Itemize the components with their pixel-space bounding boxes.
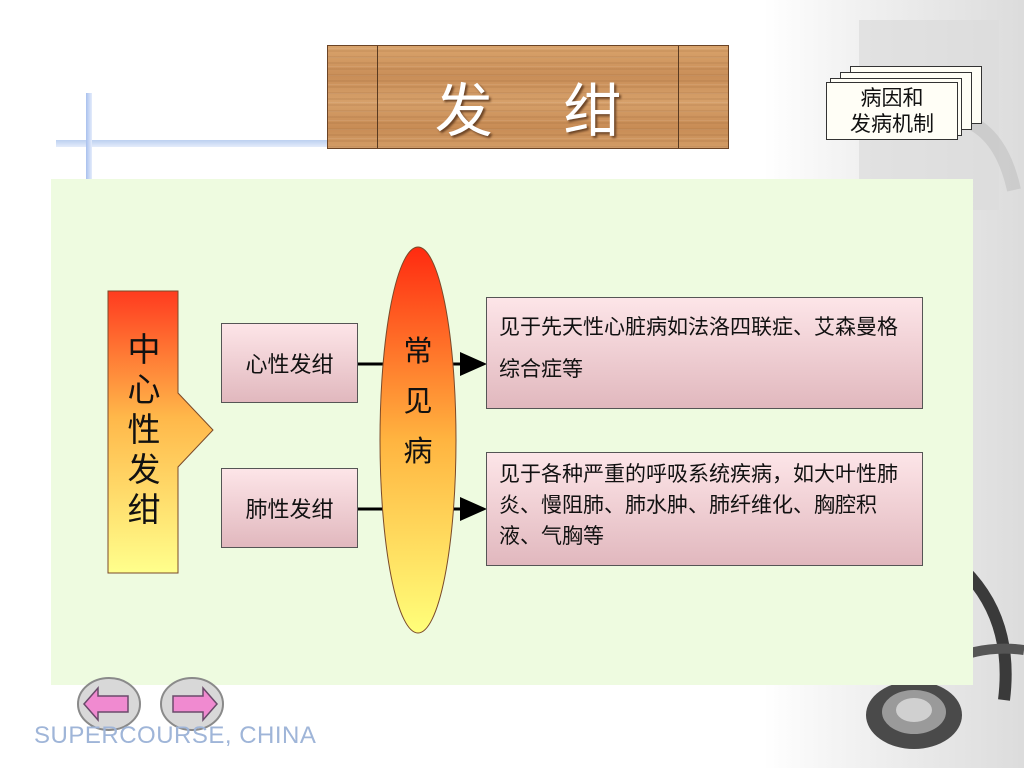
common-diseases-label: 常 见 病	[386, 326, 450, 476]
label-char: 常	[403, 334, 433, 368]
previous-slide-button[interactable]	[76, 676, 142, 732]
label-char: 发	[127, 450, 161, 489]
slide-title: 发 绀	[434, 77, 648, 145]
etiology-link-cards[interactable]: 病因和 发病机制	[826, 66, 982, 146]
central-cyanosis-label: 中 心 性 发 绀	[112, 330, 176, 530]
cardiac-cyanosis-box: 心性发绀	[221, 323, 358, 403]
label-char: 心	[127, 370, 161, 409]
common-diseases-ellipse	[379, 246, 457, 634]
label-char: 中	[127, 330, 161, 369]
plaque-divider	[377, 46, 378, 148]
cardiac-description-box: 见于先天性心脏病如法洛四联症、艾森曼格综合症等	[486, 297, 923, 409]
pulmonary-cyanosis-box: 肺性发绀	[221, 468, 358, 548]
label-char: 性	[127, 410, 161, 449]
pulmonary-description-box: 见于各种严重的呼吸系统疾病，如大叶性肺炎、慢阻肺、肺水肿、肺纤维化、胸腔积液、气…	[486, 452, 923, 566]
decorative-crossbar-vertical	[86, 93, 92, 183]
label-char: 绀	[127, 490, 161, 529]
corner-card-line2: 发病机制	[850, 112, 934, 136]
label-char: 见	[403, 384, 433, 418]
label-char: 病	[403, 434, 433, 468]
arrow-right-icon	[172, 686, 218, 722]
central-cyanosis-arrow	[107, 290, 214, 574]
plaque-divider	[678, 46, 679, 148]
title-plaque: 发 绀	[327, 45, 729, 149]
etiology-link-button[interactable]: 病因和 发病机制	[826, 82, 958, 140]
decorative-crossbar-horizontal	[56, 140, 346, 147]
corner-card-line1: 病因和	[860, 86, 924, 110]
footer-brand: SUPERCOURSE, CHINA	[34, 722, 317, 749]
arrow-left-icon	[83, 686, 129, 722]
next-slide-button[interactable]	[159, 676, 225, 732]
